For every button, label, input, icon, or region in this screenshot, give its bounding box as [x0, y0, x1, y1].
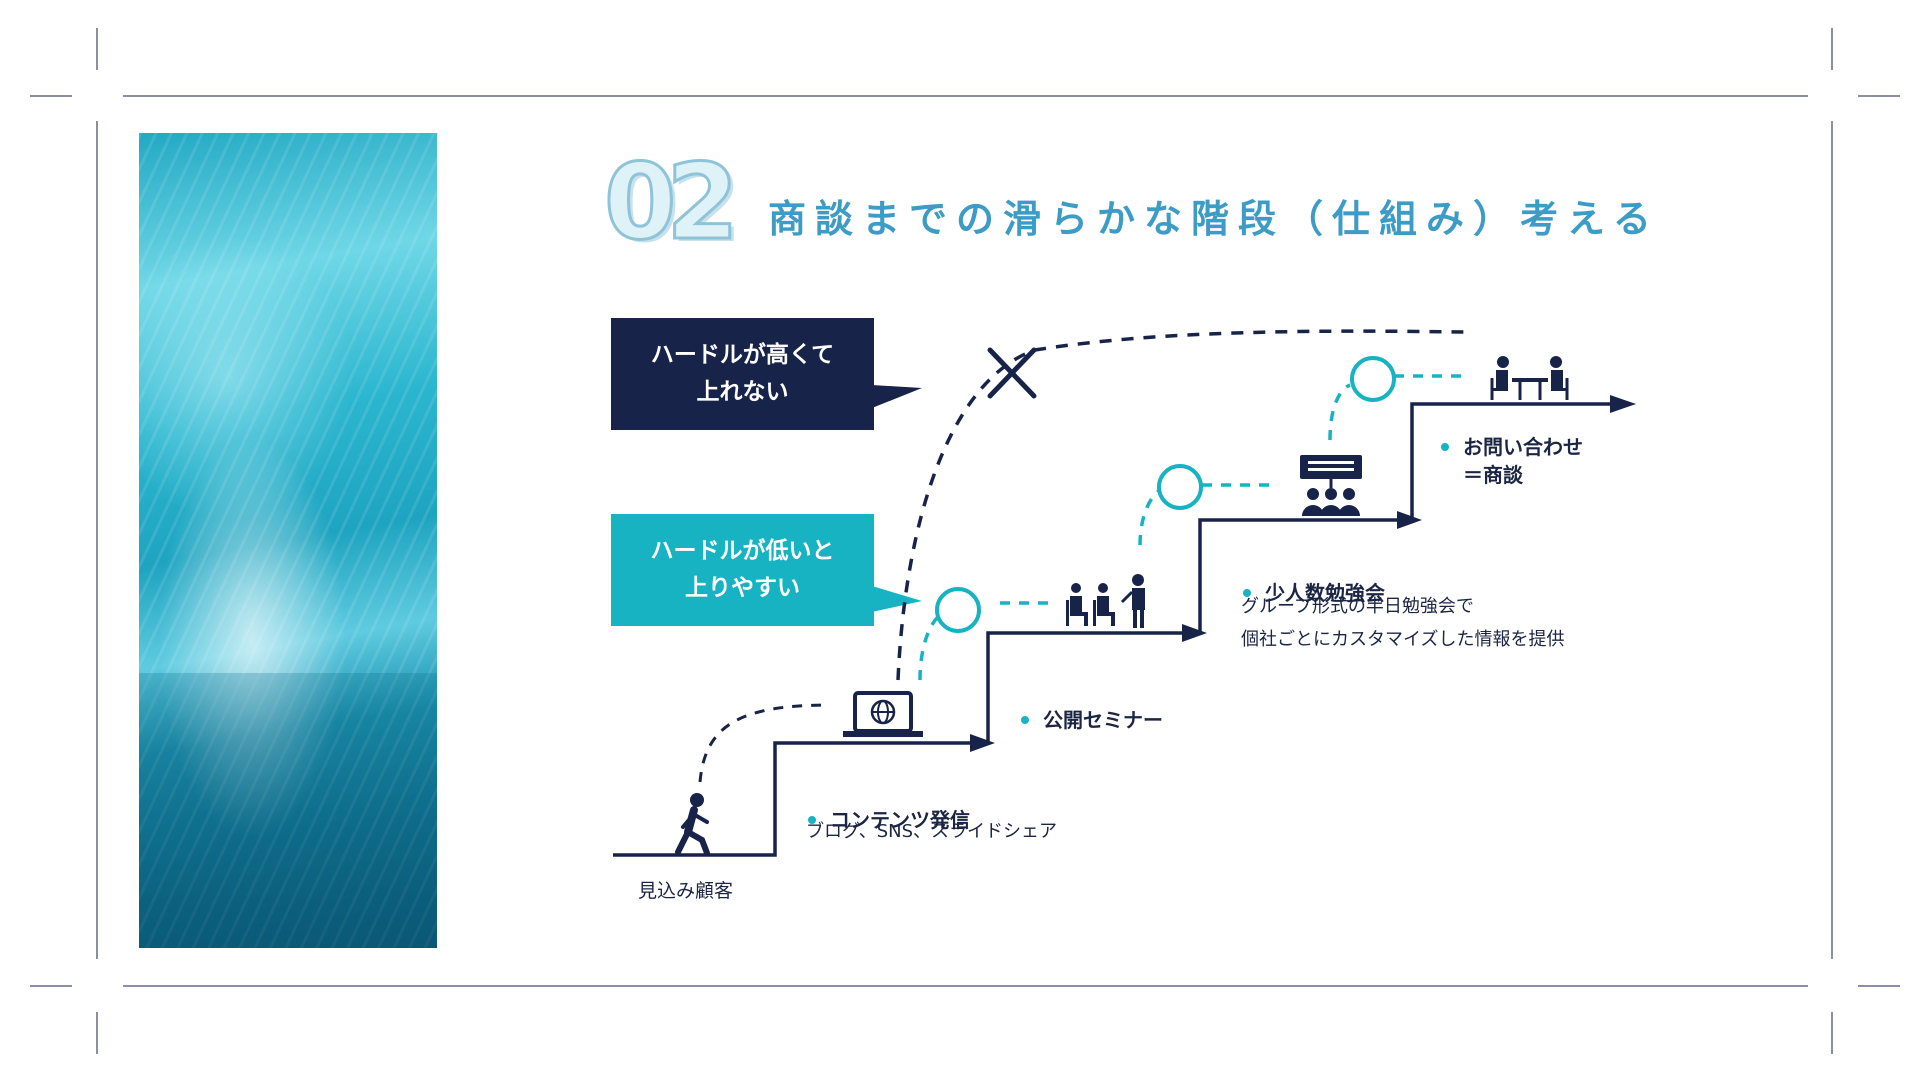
walking-person-icon [675, 793, 710, 856]
teal-circle-3 [1350, 356, 1396, 402]
label-prospect: 見込み顧客 [638, 880, 734, 902]
corner-mark [96, 28, 98, 70]
staircase-arrowheads [970, 395, 1636, 752]
staircase-steps [613, 402, 1625, 857]
step-line-2 [986, 631, 1200, 743]
corner-mark [30, 985, 72, 987]
callout-high-pointer [872, 385, 922, 408]
bullet-dot [1243, 588, 1251, 597]
callout-low-pointer [872, 586, 922, 612]
arrowhead-1 [970, 734, 995, 752]
page-title: 商談までの滑らかな階段（仕組み）考える [768, 197, 1660, 241]
label-seminar-text: 公開セミナー [1043, 708, 1163, 732]
teal-circle-2 [1157, 464, 1203, 510]
step-line-3 [1198, 518, 1415, 633]
meeting-table-icon [1490, 356, 1569, 400]
label-study-sub: グループ形式の半日勉強会で 個社ごとにカスタマイズした情報を提供 [1241, 596, 1565, 650]
corner-mark [96, 1012, 98, 1054]
bullet-dot [808, 815, 816, 824]
section-number: 02 [603, 141, 741, 263]
seminar-audience-icon [1066, 574, 1145, 628]
bullet-dot [1021, 715, 1029, 724]
bullet-dot [1441, 443, 1449, 451]
frame-left-line [96, 121, 98, 959]
callout-high-hurdle: ハードルが高くて 上れない [611, 318, 874, 430]
study-group-icon [1300, 455, 1362, 516]
label-deal-text: お問い合わせ ＝商談 [1463, 435, 1583, 487]
teal-path-1 [918, 613, 942, 681]
step-line-1 [613, 741, 980, 857]
teal-circles [935, 356, 1396, 633]
label-study: 少人数勉強会 [1243, 551, 1385, 607]
cross-mark-icon [987, 347, 1037, 399]
callout-low-hurdle: ハードルが低いと 上りやすい [611, 514, 874, 626]
arrowhead-2 [1182, 624, 1207, 642]
label-content: コンテンツ発信 [808, 778, 970, 834]
frame-right-line [1831, 121, 1833, 959]
corner-mark [30, 95, 72, 97]
wave-water-surface [139, 673, 437, 948]
label-seminar: 公開セミナー [1021, 678, 1163, 734]
ocean-wave-image [139, 133, 437, 948]
frame-bottom-line [123, 985, 1808, 987]
arrowhead-4 [1610, 395, 1636, 413]
laptop-globe-icon [843, 691, 923, 737]
corner-mark [1831, 28, 1833, 70]
teal-path-2 [1138, 488, 1162, 546]
corner-mark [1858, 985, 1900, 987]
frame-top-line [123, 95, 1808, 97]
step-line-4 [1410, 402, 1625, 520]
label-study-text: 少人数勉強会 [1265, 581, 1385, 605]
prospect-dashed-path [698, 703, 831, 783]
label-content-sub: ブログ、SNS、スライドシェア [806, 821, 1058, 842]
teal-path-3 [1328, 383, 1351, 441]
label-deal: お問い合わせ ＝商談 [1441, 433, 1583, 489]
corner-mark [1858, 95, 1900, 97]
arrowhead-3 [1397, 511, 1422, 529]
teal-circle-1 [935, 587, 981, 633]
corner-mark [1831, 1012, 1833, 1054]
label-content-text: コンテンツ発信 [830, 808, 970, 832]
